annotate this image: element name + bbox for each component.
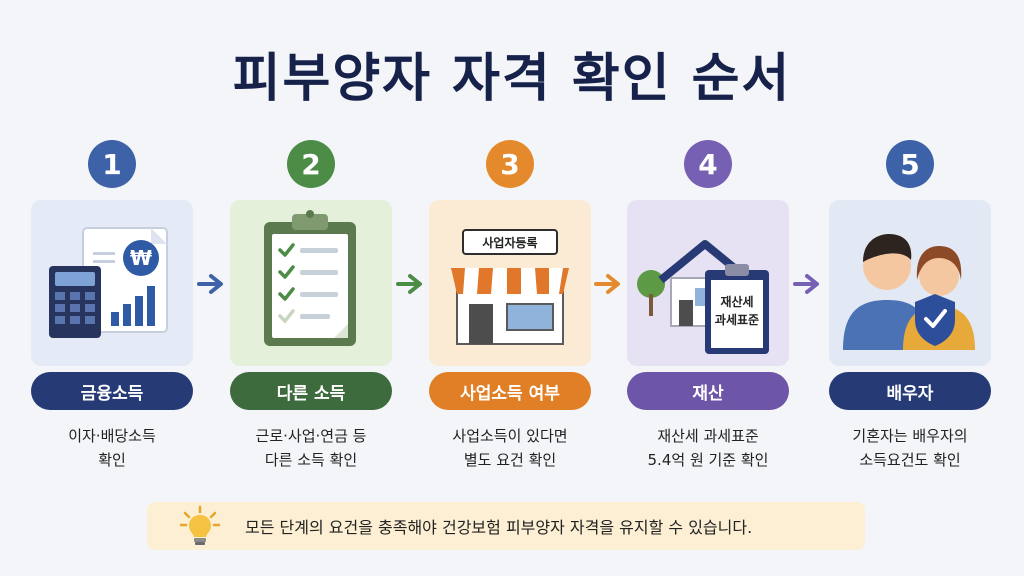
arrow-right-icon <box>793 274 819 294</box>
arrow-right-icon <box>594 274 620 294</box>
checklist-clipboard-icon <box>264 210 356 346</box>
step-label: 배우자 <box>829 372 991 410</box>
step-label: 금융소득 <box>31 372 193 410</box>
step-label: 사업소득 여부 <box>429 372 591 410</box>
step-number: 1 <box>88 140 136 188</box>
step-description-line: 근로·사업·연금 등 <box>255 427 367 445</box>
clipboard-text: 과세표준 <box>715 312 759 327</box>
house-tax-icon: 재산세 과세표준 <box>637 240 769 354</box>
info-note-text: 모든 단계의 요건을 충족해야 건강보험 피부양자 자격을 유지할 수 있습니다… <box>245 518 753 537</box>
step-business-income: 3 사업자등록 사업소득 여부 사업소득이 있다면 별도 요건 확인 <box>429 140 591 469</box>
step-label: 재산 <box>627 372 789 410</box>
step-description-line: 기혼자는 배우자의 <box>852 427 968 445</box>
step-spouse: 5 배우자 기혼자는 배우자의 소득요건도 확인 <box>829 140 991 469</box>
step-label: 다른 소득 <box>230 372 392 410</box>
step-card: 재산세 과세표준 <box>627 200 789 366</box>
clipboard-text: 재산세 <box>720 294 753 309</box>
step-description: 사업소득이 있다면 별도 요건 확인 <box>419 424 601 472</box>
svg-text:₩: ₩ <box>130 246 152 270</box>
calculator-document-icon: ₩ <box>49 227 168 338</box>
store-sign-text: 사업자등록 <box>482 235 537 250</box>
step-description-line: 다른 소득 확인 <box>264 451 358 469</box>
couple-shield-icon <box>843 234 975 350</box>
step-card: ₩ <box>31 200 193 366</box>
step-description-line: 이자·배당소득 <box>68 427 156 445</box>
step-property: 4 재산세 과세표준 재산 재산세 과세표준 5.4억 원 기준 확인 <box>627 140 789 469</box>
step-number: 4 <box>684 140 732 188</box>
step-description-line: 사업소득이 있다면 <box>452 427 568 445</box>
step-description-line: 확인 <box>98 451 126 469</box>
arrow-right-icon <box>396 274 422 294</box>
step-description: 기혼자는 배우자의 소득요건도 확인 <box>819 424 1001 472</box>
step-number: 3 <box>486 140 534 188</box>
step-card <box>230 200 392 366</box>
step-description-line: 5.4억 원 기준 확인 <box>647 451 769 469</box>
step-description-line: 별도 요건 확인 <box>463 451 557 469</box>
step-description-line: 소득요건도 확인 <box>859 451 961 469</box>
storefront-icon: 사업자등록 <box>451 229 569 345</box>
info-note: 모든 단계의 요건을 충족해야 건강보험 피부양자 자격을 유지할 수 있습니다… <box>147 502 865 550</box>
step-description: 재산세 과세표준 5.4억 원 기준 확인 <box>617 424 799 472</box>
arrow-right-icon <box>197 274 223 294</box>
step-card: 사업자등록 <box>429 200 591 366</box>
step-description-line: 재산세 과세표준 <box>657 427 759 445</box>
step-financial-income: 1 ₩ 금융소득 이자·배당소득 확인 <box>31 140 193 469</box>
step-description: 근로·사업·연금 등 다른 소득 확인 <box>220 424 402 472</box>
step-other-income: 2 다른 소득 근로·사업·연금 등 다른 소득 확인 <box>230 140 392 469</box>
page-title: 피부양자 자격 확인 순서 <box>232 49 792 109</box>
step-description: 이자·배당소득 확인 <box>21 424 203 472</box>
step-number: 2 <box>287 140 335 188</box>
step-number: 5 <box>886 140 934 188</box>
lightbulb-icon <box>179 505 221 545</box>
step-card <box>829 200 991 366</box>
